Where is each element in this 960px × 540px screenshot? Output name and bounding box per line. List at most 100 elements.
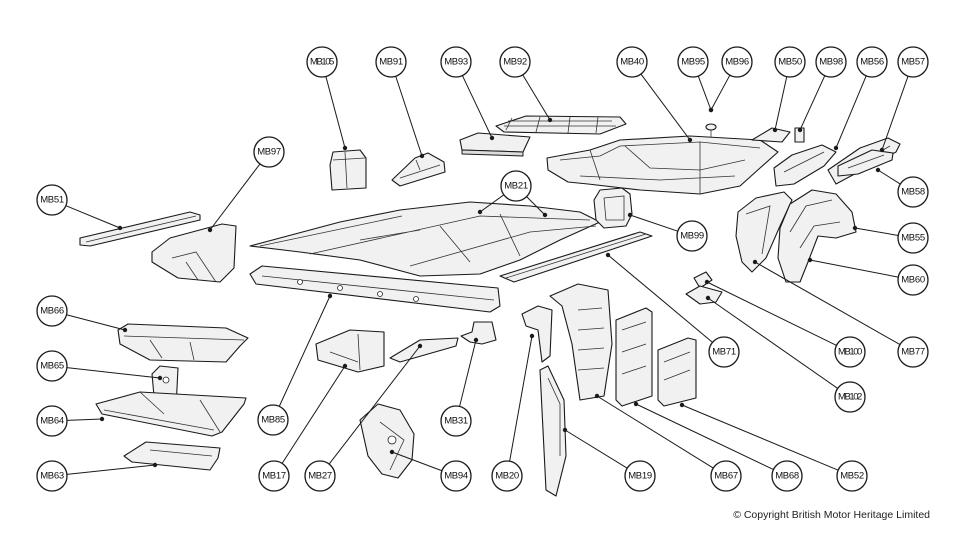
label-text-mb31: MB31 bbox=[444, 416, 468, 427]
label-text-mb95: MB95 bbox=[681, 57, 705, 68]
label-circle-mb85 bbox=[257, 404, 289, 436]
label-circle-mb51 bbox=[36, 184, 68, 216]
label-circle-mb52 bbox=[836, 460, 868, 492]
label-bubble-mb17: MB17 bbox=[258, 460, 290, 492]
label-circle-mb102 bbox=[834, 381, 866, 413]
leader-line-mb93 bbox=[461, 75, 493, 139]
leader-dot-mb105 bbox=[342, 145, 348, 151]
part-mb91 bbox=[391, 152, 446, 187]
label-bubble-mb68: MB68 bbox=[771, 460, 803, 492]
leader-dot-mb56 bbox=[833, 145, 839, 151]
label-bubble-mb64: MB64 bbox=[36, 405, 68, 437]
leader-dot-mb17 bbox=[342, 363, 348, 369]
label-text-mb100: MB100 bbox=[838, 347, 862, 358]
label-bubble-mb52: MB52 bbox=[836, 460, 868, 492]
label-circle-mb77 bbox=[897, 336, 929, 368]
leader-line-mb92 bbox=[522, 74, 551, 121]
label-circle-mb98 bbox=[815, 46, 847, 78]
part-mb92 bbox=[495, 115, 627, 135]
part-mb58 bbox=[837, 149, 894, 177]
leader-line-mb57 bbox=[881, 75, 909, 151]
label-text-mb94: MB94 bbox=[444, 471, 468, 482]
part-mb97 bbox=[151, 223, 237, 283]
part-mb51 bbox=[79, 211, 201, 247]
label-text-mb63: MB63 bbox=[40, 471, 64, 482]
label-bubble-mb50: MB50 bbox=[774, 46, 806, 78]
leader-dot-mb68 bbox=[633, 401, 639, 407]
label-circle-mb63 bbox=[36, 460, 68, 492]
leader-line-mb97 bbox=[209, 163, 261, 231]
part-mb105 bbox=[329, 149, 367, 191]
label-circle-mb91 bbox=[375, 46, 407, 78]
leader-line-mb51 bbox=[65, 205, 121, 229]
leader-dot-mb77 bbox=[752, 259, 758, 265]
label-bubble-mb20: MB20 bbox=[491, 460, 523, 492]
label-text-mb68: MB68 bbox=[775, 471, 799, 482]
leader-line-mb66 bbox=[66, 314, 126, 331]
label-circle-mb71 bbox=[708, 336, 740, 368]
label-text-mb67: MB67 bbox=[714, 471, 738, 482]
label-text-mb60: MB60 bbox=[901, 275, 925, 286]
label-bubble-mb66: MB66 bbox=[36, 295, 68, 327]
label-bubble-mb27: MB27 bbox=[304, 460, 336, 492]
label-text-mb64: MB64 bbox=[40, 416, 64, 427]
leader-dot-mb51 bbox=[117, 225, 123, 231]
label-text-mb77: MB77 bbox=[901, 347, 925, 358]
label-bubble-mb55: MB55 bbox=[897, 222, 929, 254]
label-bubble-mb77: MB77 bbox=[897, 336, 929, 368]
label-bubble-mb85: MB85 bbox=[257, 404, 289, 436]
label-circle-mb19 bbox=[624, 460, 656, 492]
label-bubble-mb63: MB63 bbox=[36, 460, 68, 492]
label-bubble-mb102: MB102 bbox=[834, 381, 866, 413]
label-text-mb71: MB71 bbox=[712, 347, 736, 358]
leader-line-mb105 bbox=[325, 76, 346, 149]
leader-dot-mb55 bbox=[852, 225, 858, 231]
label-bubble-mb60: MB60 bbox=[897, 264, 929, 296]
label-text-mb21: MB21 bbox=[504, 181, 528, 192]
part-mb67 bbox=[549, 283, 613, 401]
label-text-mb40: MB40 bbox=[620, 57, 644, 68]
part-mb93 bbox=[459, 132, 531, 157]
label-bubble-mb97: MB97 bbox=[253, 136, 285, 168]
label-text-mb93: MB93 bbox=[444, 57, 468, 68]
leader-dot-mb40 bbox=[687, 137, 693, 143]
label-circle-mb64 bbox=[36, 405, 68, 437]
leader-line-mb31 bbox=[459, 339, 477, 407]
part-mb94 bbox=[359, 403, 415, 479]
leader-dot-mb20 bbox=[529, 333, 535, 339]
panel-illustrations bbox=[79, 115, 901, 497]
label-bubble-mb92: MB92 bbox=[499, 46, 531, 78]
label-circle-mb50 bbox=[774, 46, 806, 78]
part-mb85 bbox=[249, 265, 501, 313]
part-mb66 bbox=[117, 323, 249, 363]
part-mb60 bbox=[777, 189, 857, 283]
label-bubble-mb96: MB96 bbox=[721, 46, 753, 78]
label-circle-mb65 bbox=[36, 350, 68, 382]
leader-dot-mb52 bbox=[679, 402, 685, 408]
leader-dot-mb66 bbox=[122, 327, 128, 333]
leader-line-mb58 bbox=[877, 169, 901, 185]
part-mb102 bbox=[685, 285, 723, 305]
leader-line-mb91 bbox=[395, 76, 423, 157]
label-circle-mb21 bbox=[500, 170, 532, 202]
label-text-mb85: MB85 bbox=[261, 415, 285, 426]
part-mb40 bbox=[546, 135, 779, 195]
label-circle-mb60 bbox=[897, 264, 929, 296]
leader-line-mb95 bbox=[697, 75, 712, 111]
part-mb52 bbox=[657, 337, 697, 407]
part-mb17 bbox=[315, 329, 385, 373]
label-bubble-mb56: MB56 bbox=[856, 46, 888, 78]
label-circle-mb100 bbox=[834, 336, 866, 368]
label-text-mb20: MB20 bbox=[495, 471, 519, 482]
label-circle-mb55 bbox=[897, 222, 929, 254]
label-circle-mb58 bbox=[897, 176, 929, 208]
leader-line-mb20 bbox=[509, 335, 533, 462]
leader-dot-mb93 bbox=[489, 135, 495, 141]
label-circle-mb20 bbox=[491, 460, 523, 492]
leader-line-mb100 bbox=[706, 281, 837, 346]
part-mb20 bbox=[521, 305, 553, 363]
label-bubble-mb94: MB94 bbox=[440, 460, 472, 492]
label-bubble-mb93: MB93 bbox=[440, 46, 472, 78]
leader-line-mb40 bbox=[640, 73, 691, 141]
